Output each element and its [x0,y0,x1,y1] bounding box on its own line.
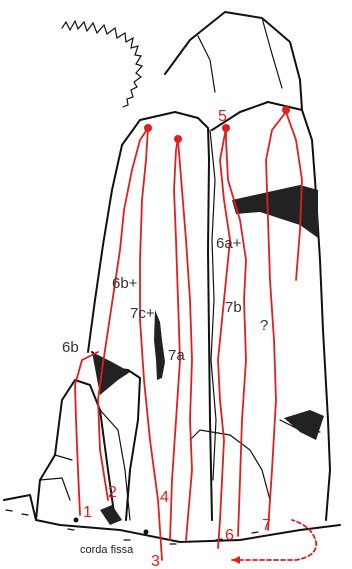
grade-6a-plus: 6a+ [216,235,242,252]
grade-7c-plus: 7c+ [130,305,155,322]
route-4-line [170,138,180,540]
route-number-2: 2 [108,484,117,501]
anchor-route-4 [174,135,182,143]
shadow-base-left [100,505,122,525]
fixed-rope-anchor [144,530,149,535]
shadow-crack-7a [154,310,165,380]
fixed-rope-arrow [232,556,240,564]
grade-7a: 7a [168,347,185,364]
anchor-route-3 [144,124,152,132]
grade-unknown: ? [260,317,268,334]
route-5-line [218,128,230,548]
route-number-4: 4 [160,489,169,506]
route-1-line [75,352,98,515]
route-7-line [266,112,286,530]
route-number-7: 7 [262,517,271,534]
shadow-right-ledge [232,185,318,238]
anchor-route-7 [282,106,290,114]
route-number-3: 3 [151,553,160,569]
grade-6b: 6b [62,339,79,356]
grade-7b: 7b [225,299,242,316]
fixed-rope-label: corda fissa [80,544,134,556]
shadow-left-ledge [92,352,130,395]
grade-6b-plus: 6b+ [112,275,138,292]
rear-pillar-detail [198,18,282,92]
route-6-line [226,128,246,536]
route-number-1: 1 [83,504,92,521]
route-number-5: 5 [218,108,227,125]
anchor-route-5 [222,124,230,132]
rear-pillar-outline [165,12,302,110]
ridge-line [62,21,142,107]
fixed-rope-start [74,518,79,523]
route-number-6: 6 [225,527,234,544]
